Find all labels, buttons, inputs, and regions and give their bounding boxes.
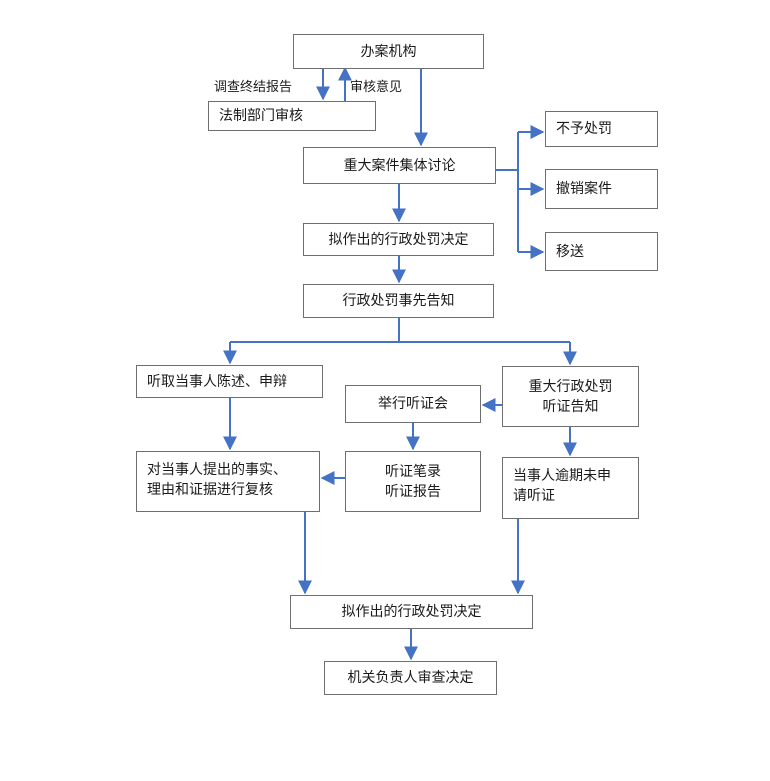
box-no-penalty: 不予处罚 xyxy=(545,111,658,147)
box-legal-review: 法制部门审核 xyxy=(208,101,376,131)
box-collective-discussion: 重大案件集体讨论 xyxy=(303,147,496,184)
box-head-decision: 机关负责人审查决定 xyxy=(324,661,497,695)
box-overdue: 当事人逾期未申 请听证 xyxy=(502,457,639,519)
label-investigation-report: 调查终结报告 xyxy=(214,80,293,95)
label-review-opinion: 审核意见 xyxy=(350,80,403,95)
box-hear-statement: 听取当事人陈述、申辩 xyxy=(136,365,323,398)
box-agency: 办案机构 xyxy=(293,34,484,69)
box-hold-hearing: 举行听证会 xyxy=(345,385,481,423)
box-hearing-record: 听证笔录 听证报告 xyxy=(345,451,481,512)
box-draft-decision-2: 拟作出的行政处罚决定 xyxy=(290,595,533,629)
box-major-penalty-notice: 重大行政处罚 听证告知 xyxy=(502,366,639,427)
box-review-facts: 对当事人提出的事实、 理由和证据进行复核 xyxy=(136,451,320,512)
box-transfer: 移送 xyxy=(545,232,658,271)
box-draft-decision-1: 拟作出的行政处罚决定 xyxy=(303,223,494,256)
box-advance-notice: 行政处罚事先告知 xyxy=(303,284,494,318)
box-revoke-case: 撤销案件 xyxy=(545,169,658,209)
